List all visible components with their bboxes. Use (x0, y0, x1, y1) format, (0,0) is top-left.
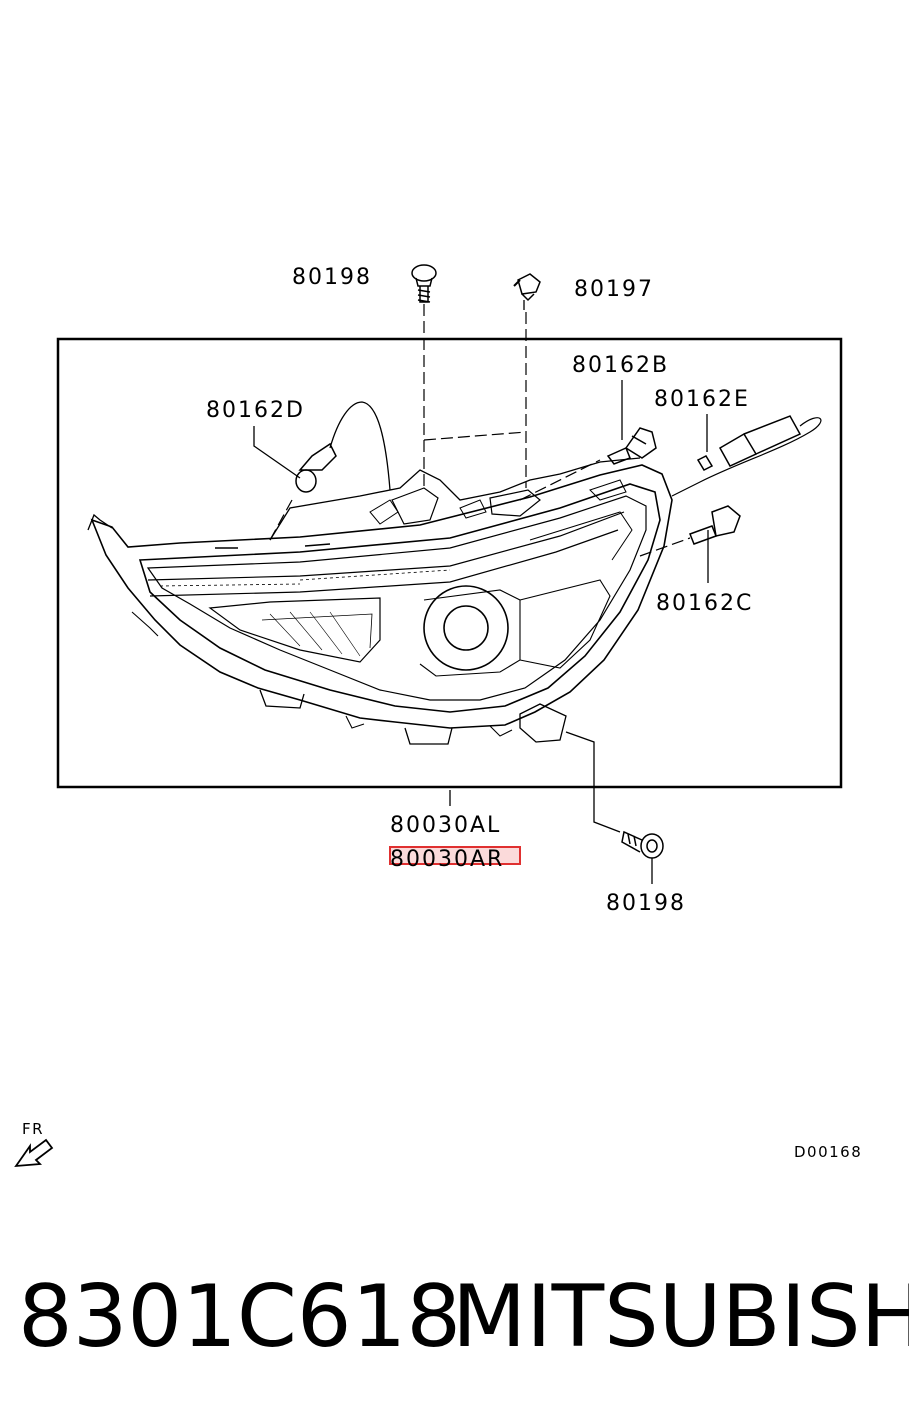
dashed-leaders (269, 304, 691, 557)
bulb-c-icon (689, 505, 741, 545)
callout-80162c: 80162C (656, 591, 753, 616)
bulb-socket-d-icon (295, 401, 391, 493)
headlight-assembly (87, 457, 673, 745)
callout-80198-bottom: 80198 (606, 891, 686, 916)
assembly-frame (56, 337, 843, 789)
callout-80198-top: 80198 (292, 265, 372, 290)
brand-name: MITSUBISHI (452, 1267, 909, 1367)
bolt-top-icon (411, 264, 437, 303)
figure-code: D00168 (794, 1143, 862, 1161)
callout-80030ar: 80030AR (390, 847, 504, 872)
clip-top-icon (513, 273, 541, 302)
callout-80162d: 80162D (206, 398, 305, 423)
front-arrow-icon (14, 1138, 54, 1168)
callout-80162e: 80162E (654, 387, 750, 412)
leader-lines (253, 300, 709, 884)
callout-80197: 80197 (574, 277, 654, 302)
callout-80162b: 80162B (572, 353, 669, 378)
bolt-bottom-icon (621, 830, 664, 859)
part-number: 8301C618 (18, 1267, 462, 1367)
direction-label: FR (22, 1120, 44, 1138)
callout-80030al: 80030AL (390, 813, 501, 838)
highlight-box (389, 846, 521, 865)
bulb-b-icon (606, 427, 657, 465)
bulb-e-icon (671, 415, 822, 497)
